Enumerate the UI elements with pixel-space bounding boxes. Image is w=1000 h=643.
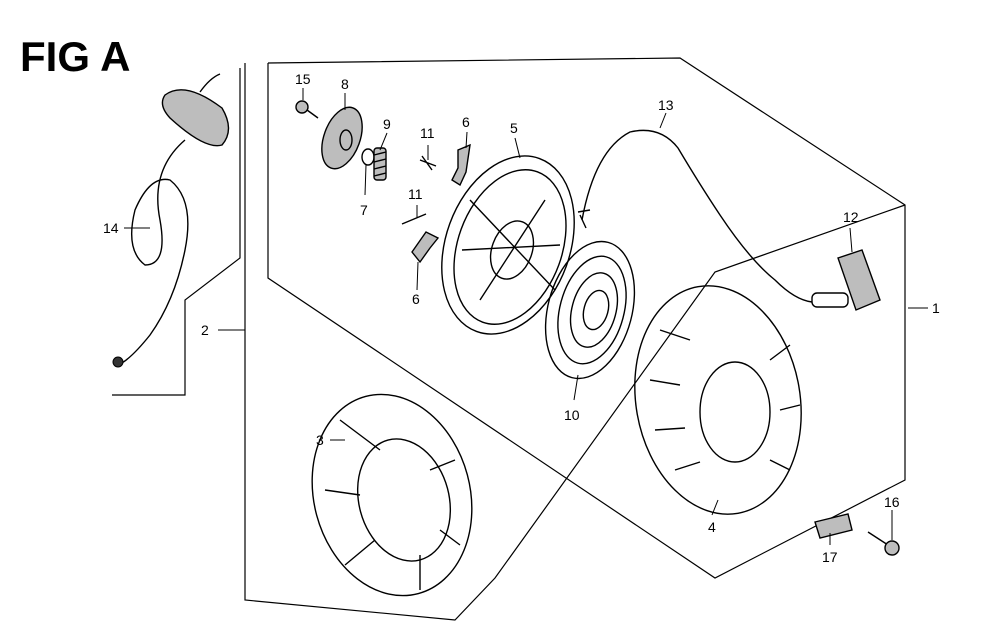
screw-part-15 [295, 100, 319, 119]
callout-14: 14 [103, 220, 119, 236]
callout-7: 7 [360, 202, 368, 218]
callout-16: 16 [884, 494, 900, 510]
spring-part-9 [373, 147, 387, 181]
rope-part-13 [581, 129, 813, 303]
callout-12: 12 [843, 209, 859, 225]
assembly-frame-1 [267, 57, 906, 579]
spiral-spring-part-10 [544, 240, 636, 380]
callout-6a: 6 [462, 114, 470, 130]
pawl-part-6b [411, 231, 440, 264]
callout-11b: 11 [408, 186, 423, 202]
assembly-frame-14 [112, 68, 241, 396]
figure-title: FIG A [20, 33, 131, 80]
callout-17: 17 [822, 549, 838, 565]
callout-9: 9 [383, 116, 391, 132]
leader-lines [124, 88, 928, 545]
callout-15: 15 [295, 71, 311, 87]
wire-harness-part-14 [112, 73, 230, 368]
callout-11a: 11 [420, 125, 435, 141]
pawl-part-6a [451, 143, 471, 187]
callout-3: 3 [316, 432, 324, 448]
spring-part-11b [401, 213, 427, 225]
spring-part-11a [419, 155, 437, 171]
callout-2: 2 [201, 322, 209, 338]
callout-4: 4 [708, 519, 716, 535]
callout-5: 5 [510, 120, 518, 136]
callout-6b: 6 [412, 291, 420, 307]
callout-1: 1 [932, 300, 940, 316]
collar-part-17 [814, 513, 853, 539]
housing-part-4 [634, 285, 802, 515]
cover-part-3 [311, 393, 473, 597]
assembly-frame-2 [244, 63, 906, 621]
bolt-part-16 [867, 531, 900, 556]
callout-13: 13 [658, 97, 674, 113]
start-grip-part-12 [811, 249, 881, 311]
ratchet-part-8 [321, 106, 363, 170]
callout-8: 8 [341, 76, 349, 92]
reel-part-5 [441, 155, 575, 335]
washer-part-7 [361, 148, 375, 166]
callout-10: 10 [564, 407, 580, 423]
